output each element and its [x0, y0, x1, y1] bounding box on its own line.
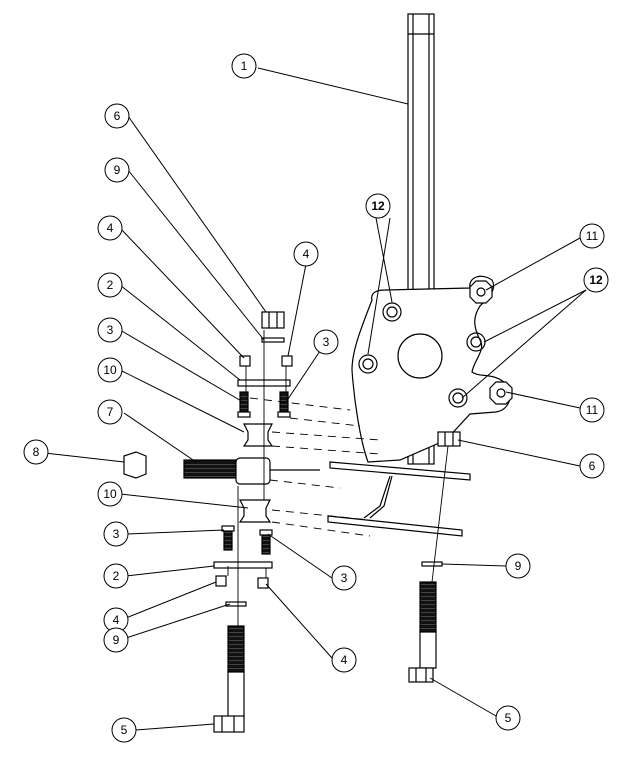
svg-text:3: 3 — [341, 571, 348, 585]
callout-5-right: 5 — [495, 705, 521, 731]
left-nut-top — [261, 311, 285, 329]
rod-end-cap — [123, 451, 147, 479]
callout-2-upper: 2 — [97, 272, 123, 298]
left-washer-bottom — [225, 601, 247, 607]
svg-text:12: 12 — [589, 273, 603, 287]
right-washer — [421, 561, 443, 567]
screw-c — [221, 525, 235, 551]
svg-text:10: 10 — [103, 363, 117, 377]
small-nut-b — [281, 355, 293, 367]
callout-4-upper-left: 4 — [97, 215, 123, 241]
callout-4-upper-right: 4 — [293, 241, 319, 267]
svg-text:4: 4 — [303, 247, 310, 261]
callout-9-upper: 9 — [104, 157, 130, 183]
callout-2-lower: 2 — [103, 563, 129, 589]
callout-6-left: 6 — [104, 103, 130, 129]
callout-10-upper: 10 — [97, 357, 123, 383]
mounting-bracket — [351, 275, 513, 519]
callout-11-lower: 11 — [579, 397, 605, 423]
small-nut-a — [239, 355, 251, 367]
svg-text:5: 5 — [121, 723, 128, 737]
svg-text:4: 4 — [107, 221, 114, 235]
svg-text:7: 7 — [107, 405, 114, 419]
callout-4-lower-left: 4 — [103, 607, 129, 633]
rod-end — [183, 457, 320, 485]
svg-text:12: 12 — [371, 199, 385, 213]
callout-3-upper-right: 3 — [313, 329, 339, 355]
callout-3-lower-left: 3 — [103, 521, 129, 547]
callout-12-left: 12 — [365, 193, 391, 219]
callout-3-lower-right: 3 — [331, 565, 357, 591]
callout-9-lower: 9 — [103, 627, 129, 653]
svg-text:3: 3 — [107, 323, 114, 337]
callout-4-lower-right: 4 — [331, 647, 357, 673]
screw-d — [259, 529, 273, 555]
callout-11-upper: 11 — [579, 223, 605, 249]
right-bolt — [408, 581, 437, 683]
small-nut-c — [215, 575, 227, 587]
leader-lines — [35, 67, 587, 731]
left-washer-top — [261, 337, 285, 343]
callout-1: 1 — [231, 53, 257, 79]
callout-10-lower: 10 — [97, 481, 123, 507]
svg-text:2: 2 — [107, 278, 114, 292]
svg-text:9: 9 — [114, 163, 121, 177]
svg-text:6: 6 — [114, 109, 121, 123]
callout-7: 7 — [97, 399, 123, 425]
svg-text:2: 2 — [113, 569, 120, 583]
svg-text:9: 9 — [515, 559, 522, 573]
svg-text:1: 1 — [241, 59, 248, 73]
projection-dashes — [249, 397, 381, 537]
callouts: 1 6 9 4 4 2 3 3 10 7 8 10 3 3 2 4 4 9 5 … — [23, 53, 609, 743]
svg-text:3: 3 — [323, 335, 330, 349]
right-nut — [437, 431, 461, 447]
spacer-bottom — [238, 499, 272, 523]
svg-text:11: 11 — [586, 229, 599, 243]
screw-b — [277, 391, 291, 418]
svg-text:10: 10 — [103, 487, 117, 501]
callout-12-right: 12 — [583, 267, 609, 293]
lower-plate — [327, 515, 463, 537]
svg-text:4: 4 — [341, 653, 348, 667]
callout-6-right: 6 — [579, 453, 605, 479]
svg-text:5: 5 — [505, 711, 512, 725]
svg-text:11: 11 — [586, 403, 599, 417]
parts-layer — [123, 13, 513, 733]
svg-text:4: 4 — [113, 613, 120, 627]
callout-3-upper-left: 3 — [97, 317, 123, 343]
svg-text:3: 3 — [113, 527, 120, 541]
callout-8: 8 — [23, 439, 49, 465]
assembly-axes — [227, 330, 449, 626]
svg-text:9: 9 — [113, 633, 120, 647]
svg-text:6: 6 — [589, 459, 596, 473]
svg-text:8: 8 — [33, 445, 40, 459]
lower-clamp-plate — [213, 561, 273, 569]
callout-9-right: 9 — [505, 553, 531, 579]
callout-5-left: 5 — [111, 717, 137, 743]
spacer-top — [242, 423, 274, 447]
upper-plate — [329, 461, 471, 481]
small-nut-d — [257, 577, 269, 589]
screw-a — [237, 391, 251, 418]
left-bolt — [213, 625, 245, 733]
